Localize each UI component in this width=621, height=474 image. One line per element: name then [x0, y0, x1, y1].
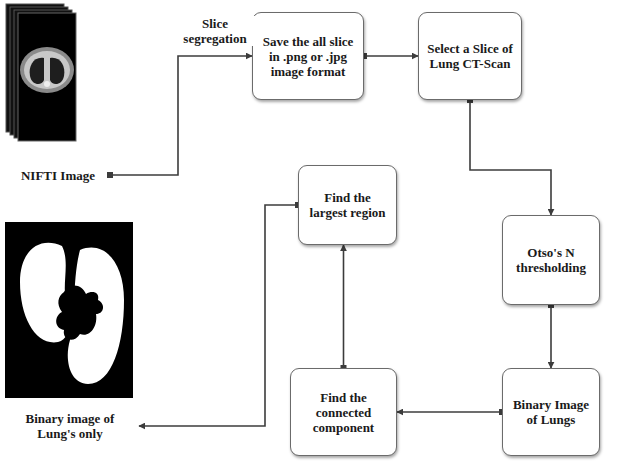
box-text: Otso's N thresholding — [509, 245, 593, 275]
flow-arrow — [343, 245, 345, 368]
flow-arrow — [139, 205, 298, 426]
connector-start-dot — [107, 172, 113, 178]
connector-group — [107, 56, 252, 178]
connector-group — [467, 97, 551, 215]
binary-lung-image — [5, 222, 133, 398]
flow-arrow — [110, 56, 252, 175]
flow-arrow — [550, 305, 552, 368]
image-caption: NIFTI Image — [8, 160, 108, 190]
process-box: Select a Slice of Lung CT-Scan — [418, 12, 522, 100]
box-text: Find the connected component — [297, 390, 390, 435]
connector-group — [361, 53, 418, 59]
image-caption: Binary image of Lung's only — [5, 404, 135, 448]
box-text: Find the largest region — [305, 190, 390, 220]
connector-group — [341, 245, 347, 371]
connector-group — [548, 302, 554, 368]
flow-arrow — [470, 100, 551, 215]
connector-group — [139, 202, 301, 426]
process-box: Binary Image of Lungs — [502, 368, 600, 456]
flow-arrow — [364, 55, 418, 57]
box-text: Binary image of Lung's only — [11, 411, 129, 441]
process-box: Save the all slice in .png or .jpg image… — [252, 12, 364, 100]
process-box: Find the largest region — [298, 165, 397, 245]
box-text: Select a Slice of Lung CT-Scan — [425, 41, 515, 71]
nifti-slice-stack — [6, 4, 76, 141]
process-box: Otso's N thresholding — [502, 215, 600, 305]
flow-arrow — [397, 411, 502, 413]
box-text: NIFTI Image — [21, 168, 95, 183]
box-text: Save the all slice in .png or .jpg image… — [259, 34, 357, 79]
edge-label: Slice segregation — [169, 16, 261, 46]
process-box: Find the connected component — [290, 368, 397, 456]
connector-group — [397, 409, 505, 415]
box-text: Binary Image of Lungs — [509, 397, 593, 427]
